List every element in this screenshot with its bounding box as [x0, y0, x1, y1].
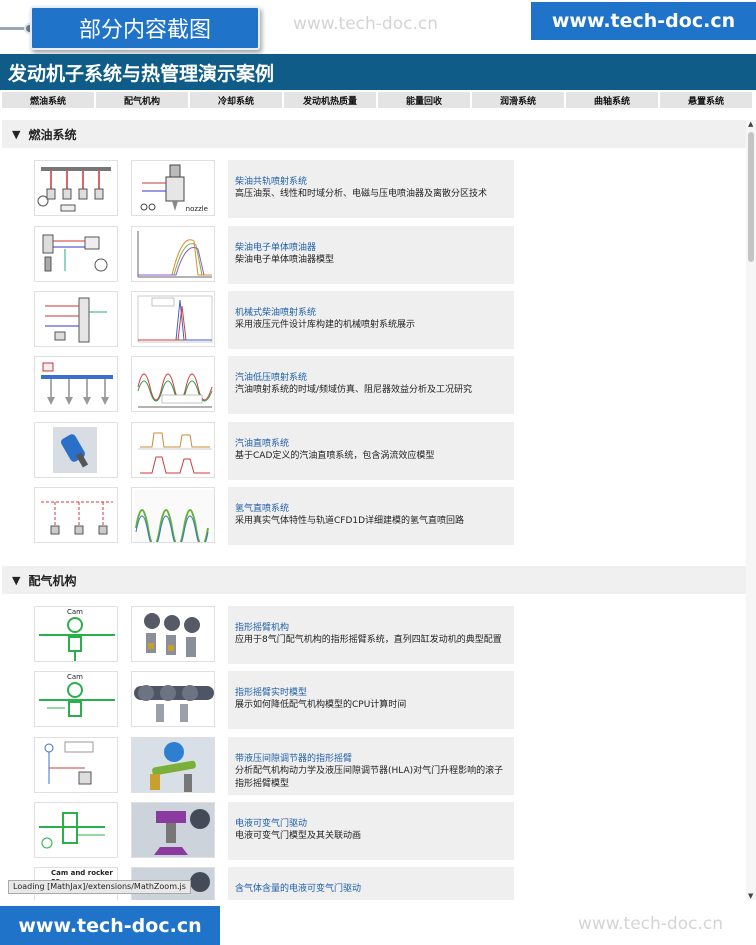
item-description: 展示如何降低配气机构模型的CPU计算时间	[235, 700, 407, 710]
schematic-thumbnail[interactable]	[34, 226, 118, 282]
item-description: 高压油泵、线性和时域分析、电磁与压电喷油器及离散分区技术	[235, 189, 488, 199]
item-title-link[interactable]: 指形摇臂机构	[235, 623, 290, 633]
mathjax-loading-status: Loading [MathJax]/extensions/MathZoom.js	[8, 880, 191, 894]
schematic-thumbnail[interactable]	[34, 160, 118, 216]
3d-valvetrain-thumbnail[interactable]	[131, 606, 215, 662]
list-item[interactable]: 汽油低压喷射系统 汽油喷射系统的时域/频域仿真、阻尼器效益分析及工况研究	[34, 356, 514, 414]
item-card: 汽油低压喷射系统 汽油喷射系统的时域/频域仿真、阻尼器效益分析及工况研究	[228, 356, 514, 414]
nav-tab[interactable]: 配气机构	[96, 92, 188, 108]
list-item[interactable]: 机械式柴油喷射系统 采用液压元件设计库构建的机械喷射系统展示	[34, 291, 514, 349]
schematic-thumbnail[interactable]	[34, 487, 118, 543]
item-description: 电液可变气门模型及其关联动画	[235, 831, 362, 841]
item-title-link[interactable]: 带液压间隙调节器的指形摇臂	[235, 754, 353, 764]
item-description: 柴油电子单体喷油器模型	[235, 255, 335, 265]
list-item[interactable]: 柴油电子单体喷油器 柴油电子单体喷油器模型	[34, 226, 514, 284]
chart-thumbnail[interactable]	[131, 422, 215, 478]
thumbnail-caption: Cam	[67, 673, 83, 681]
model-thumbnail[interactable]: nozzle	[131, 160, 215, 216]
page-title: 发动机子系统与热管理演示案例	[0, 54, 756, 90]
list-item[interactable]: Cam 指形摇臂机构 应用于8气门配气机构的指形摇臂系统，直列四缸发动机的典型配…	[34, 606, 514, 664]
chart-thumbnail[interactable]	[131, 356, 215, 412]
nav-tab[interactable]: 发动机热质量	[284, 92, 376, 108]
item-title-link[interactable]: 指形摇臂实时模型	[235, 688, 308, 698]
schematic-thumbnail[interactable]	[34, 737, 118, 793]
list-item[interactable]: 电液可变气门驱动 电液可变气门模型及其关联动画	[34, 802, 514, 860]
item-card: 电液可变气门驱动 电液可变气门模型及其关联动画	[228, 802, 514, 860]
item-card: 带液压间隙调节器的指形摇臂 分析配气机构动力学及液压间隙调节器(HLA)对气门升…	[228, 737, 514, 795]
3d-hla-thumbnail[interactable]	[131, 737, 215, 793]
list-item[interactable]: 氢气直喷系统 采用真实气体特性与轨道CFD1D详细建模的氢气直喷回路	[34, 487, 514, 545]
thumbnail-caption: Cam	[67, 608, 83, 616]
watermark-bottom: www.tech-doc.cn	[578, 914, 723, 934]
watermark-top: www.tech-doc.cn	[293, 14, 438, 34]
schematic-thumbnail[interactable]: Cam	[34, 606, 118, 662]
item-title-link[interactable]: 氢气直喷系统	[235, 504, 290, 514]
item-title-link[interactable]: 汽油直喷系统	[235, 439, 290, 449]
item-description: 基于CAD定义的汽油直喷系统，包含涡流效应模型	[235, 451, 435, 461]
item-description: 应用于8气门配气机构的指形摇臂系统，直列四缸发动机的典型配置	[235, 635, 502, 645]
item-card: 指形摇臂实时模型 展示如何降低配气机构模型的CPU计算时间	[228, 671, 514, 729]
chart-thumbnail[interactable]	[131, 226, 215, 282]
cad-injector-thumbnail[interactable]	[34, 422, 118, 478]
nav-tab[interactable]: 能量回收	[378, 92, 470, 108]
item-card: 氢气直喷系统 采用真实气体特性与轨道CFD1D详细建模的氢气直喷回路	[228, 487, 514, 545]
list-item[interactable]: 汽油直喷系统 基于CAD定义的汽油直喷系统，包含涡流效应模型	[34, 422, 514, 480]
schematic-thumbnail[interactable]	[34, 802, 118, 858]
section-title: 燃油系统	[28, 127, 77, 142]
page-frame: 发动机子系统与热管理演示案例 燃油系统 配气机构 冷却系统 发动机热质量 能量回…	[0, 54, 756, 900]
3d-camshaft-thumbnail[interactable]	[131, 671, 215, 727]
list-item[interactable]: nozzle 柴油共轨喷射系统 高压油泵、线性和时域分析、电磁与压电喷油器及离散…	[34, 160, 514, 218]
scroll-up-icon[interactable]: ▲	[748, 120, 754, 128]
screenshot-label-text: 部分内容截图	[30, 6, 260, 50]
list-item[interactable]: 带液压间隙调节器的指形摇臂 分析配气机构动力学及液压间隙调节器(HLA)对气门升…	[34, 737, 514, 795]
chart-thumbnail[interactable]	[131, 487, 215, 543]
item-card: 含气体含量的电液可变气门驱动	[228, 867, 514, 900]
item-title-link[interactable]: 机械式柴油喷射系统	[235, 308, 317, 318]
list-item[interactable]: Cam 指形摇臂实时模型 展示如何降低配气机构模型的CPU计算时间	[34, 671, 514, 729]
section-header-fuel[interactable]: ▼ 燃油系统	[2, 120, 746, 148]
item-description: 采用液压元件设计库构建的机械喷射系统展示	[235, 320, 416, 330]
item-card: 汽油直喷系统 基于CAD定义的汽油直喷系统，包含涡流效应模型	[228, 422, 514, 480]
section-title: 配气机构	[28, 573, 77, 588]
collapse-triangle-icon[interactable]: ▼	[12, 573, 21, 587]
nav-tab[interactable]: 冷却系统	[190, 92, 282, 108]
section-header-valvetrain[interactable]: ▼ 配气机构	[2, 566, 746, 594]
screenshot-label: 部分内容截图	[0, 6, 262, 50]
brand-top: www.tech-doc.cn	[531, 2, 756, 40]
item-card: 机械式柴油喷射系统 采用液压元件设计库构建的机械喷射系统展示	[228, 291, 514, 349]
scrollbar-thumb[interactable]	[748, 132, 754, 262]
3d-valve-actuator-thumbnail[interactable]	[131, 802, 215, 858]
collapse-triangle-icon[interactable]: ▼	[12, 127, 21, 141]
chart-thumbnail[interactable]	[131, 291, 215, 347]
item-title-link[interactable]: 电液可变气门驱动	[235, 819, 308, 829]
item-description: 分析配气机构动力学及液压间隙调节器(HLA)对气门升程影响的滚子指形摇臂模型	[235, 766, 504, 789]
item-card: 柴油电子单体喷油器 柴油电子单体喷油器模型	[228, 226, 514, 284]
nav-tab[interactable]: 悬置系统	[660, 92, 752, 108]
item-card: 指形摇臂机构 应用于8气门配气机构的指形摇臂系统，直列四缸发动机的典型配置	[228, 606, 514, 664]
nav-tab[interactable]: 燃油系统	[2, 92, 94, 108]
schematic-thumbnail[interactable]: Cam	[34, 671, 118, 727]
item-description: 采用真实气体特性与轨道CFD1D详细建模的氢气直喷回路	[235, 516, 465, 526]
item-title-link[interactable]: 含气体含量的电液可变气门驱动	[235, 884, 362, 894]
nav-tab[interactable]: 润滑系统	[472, 92, 564, 108]
schematic-thumbnail[interactable]	[34, 291, 118, 347]
item-title-link[interactable]: 柴油电子单体喷油器	[235, 243, 317, 253]
item-card: 柴油共轨喷射系统 高压油泵、线性和时域分析、电磁与压电喷油器及离散分区技术	[228, 160, 514, 218]
thumbnail-caption: nozzle	[185, 205, 208, 213]
nav-tab[interactable]: 曲轴系统	[566, 92, 658, 108]
nav-bar: 燃油系统 配气机构 冷却系统 发动机热质量 能量回收 润滑系统 曲轴系统 悬置系…	[2, 92, 754, 108]
scroll-down-icon[interactable]: ▼	[748, 892, 754, 900]
brand-bottom: www.tech-doc.cn	[0, 906, 220, 945]
item-description: 汽油喷射系统的时域/频域仿真、阻尼器效益分析及工况研究	[235, 385, 473, 395]
item-title-link[interactable]: 汽油低压喷射系统	[235, 373, 308, 383]
vertical-scrollbar[interactable]: ▲ ▼	[746, 120, 756, 900]
item-title-link[interactable]: 柴油共轨喷射系统	[235, 177, 308, 187]
schematic-thumbnail[interactable]	[34, 356, 118, 412]
